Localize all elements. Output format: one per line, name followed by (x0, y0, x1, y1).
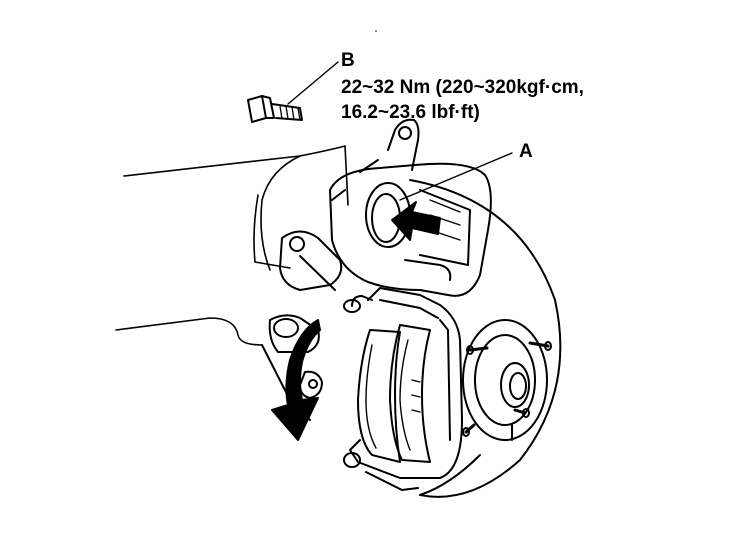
torque-spec-line1: 22~32 Nm (220~320kgf·cm, (341, 77, 584, 98)
vehicle-body-lines (115, 145, 349, 346)
brake-pad-inner (389, 324, 431, 463)
speck (375, 30, 377, 32)
flange-bolt-b (247, 95, 303, 123)
brake-pad-outer (357, 329, 401, 463)
piston-arrow (391, 201, 441, 241)
swing-down-arrow (271, 319, 321, 441)
callout-b: B (341, 50, 355, 71)
torque-spec-line2: 16.2~23.6 lbf·ft) (341, 102, 480, 123)
callout-a: A (519, 141, 533, 162)
steering-knuckle (261, 230, 343, 421)
brake-disc (409, 179, 562, 498)
caliper-bracket (343, 287, 463, 491)
leader-lines (287, 61, 513, 201)
